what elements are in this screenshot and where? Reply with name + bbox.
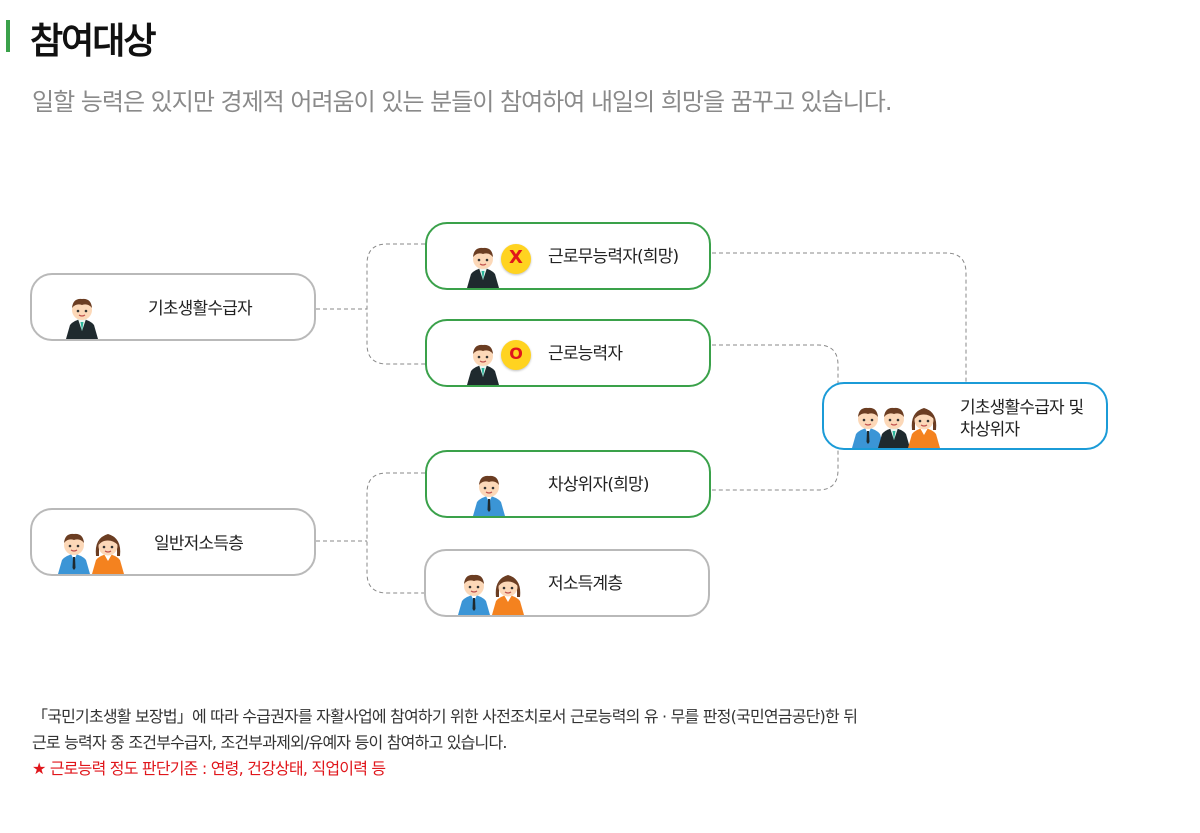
man-blue-icon bbox=[457, 574, 491, 616]
page-title: 참여대상 bbox=[30, 21, 156, 62]
category-label: 저소득계층 bbox=[548, 574, 623, 594]
connector-to-cat1 bbox=[366, 243, 425, 365]
category-node-unable-to-work: X 근로무능력자(희망) bbox=[425, 222, 711, 290]
category-node-low-income-class: 저소득계층 bbox=[424, 549, 710, 617]
category-label: 근로능력자 bbox=[548, 344, 623, 364]
category-label: 차상위자(희망) bbox=[548, 475, 650, 495]
target-node-participants: 기초생활수급자 및 차상위자 bbox=[822, 382, 1108, 450]
connector-to-cat3 bbox=[366, 472, 425, 594]
target-label-line2: 차상위자 bbox=[960, 420, 1020, 440]
page-subtitle: 일할 능력은 있지만 경제적 어려움이 있는 분들이 참여하여 내일의 희망을 … bbox=[32, 88, 893, 116]
man-suit-icon bbox=[466, 247, 500, 289]
man-blue-icon bbox=[472, 475, 506, 517]
source-node-basic-recipient: 기초생활수급자 bbox=[30, 273, 316, 341]
connector-cat2-cat3-target bbox=[712, 344, 839, 491]
woman-icon bbox=[91, 533, 125, 575]
source-label: 기초생활수급자 bbox=[148, 299, 253, 319]
footnote-line1: 「국민기초생활 보장법」에 따라 수급권자를 자활사업에 참여하기 위한 사전조… bbox=[32, 707, 858, 726]
target-label-line1: 기초생활수급자 및 bbox=[960, 398, 1084, 418]
o-mark-icon: O bbox=[501, 340, 531, 370]
title-accent-bar bbox=[6, 20, 10, 52]
connector-cat1-target bbox=[712, 252, 967, 383]
woman-icon bbox=[491, 574, 525, 616]
footnotes: 「국민기초생활 보장법」에 따라 수급권자를 자활사업에 참여하기 위한 사전조… bbox=[32, 704, 858, 782]
footnote-line2: 근로 능력자 중 조건부수급자, 조건부과제외/유예자 등이 참여하고 있습니다… bbox=[32, 733, 507, 752]
target-label: 기초생활수급자 및 차상위자 bbox=[960, 397, 1084, 441]
source-node-general-low-income: 일반저소득층 bbox=[30, 508, 316, 576]
man-suit-icon bbox=[65, 298, 99, 340]
man-suit-icon bbox=[466, 344, 500, 386]
footnote-criteria: ★ 근로능력 정도 판단기준 : 연령, 건강상태, 직업이력 등 bbox=[32, 759, 386, 778]
category-label: 근로무능력자(희망) bbox=[548, 247, 679, 267]
woman-icon bbox=[907, 407, 941, 449]
category-node-able-to-work: O 근로능력자 bbox=[425, 319, 711, 387]
source-label: 일반저소득층 bbox=[154, 534, 244, 554]
x-mark-icon: X bbox=[501, 244, 531, 274]
category-node-near-poverty: 차상위자(희망) bbox=[425, 450, 711, 518]
man-blue-icon bbox=[57, 533, 91, 575]
